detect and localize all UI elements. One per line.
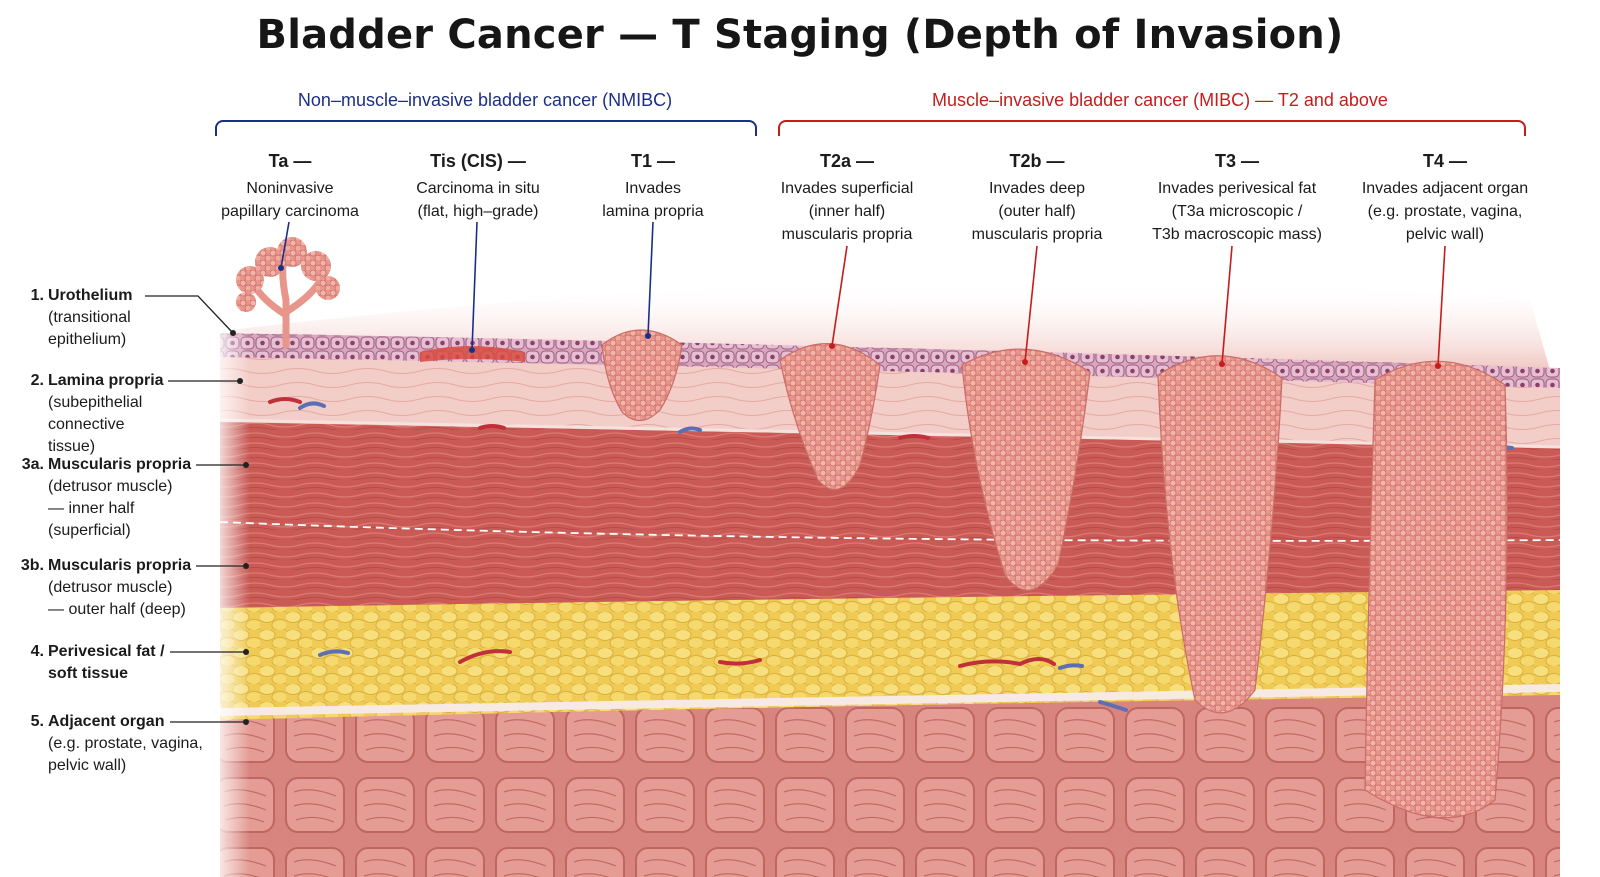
- layer-muscularis-inner-label: 3a. Muscularis propria (detrusor muscle)…: [4, 454, 200, 542]
- stage-name: Ta —: [268, 151, 312, 171]
- stage-name: T2b —: [1009, 151, 1065, 171]
- stage-description: Invades perivesical fat (T3a microscopic…: [1152, 180, 1322, 243]
- t4-tumor: [1364, 360, 1508, 819]
- layer-name: Adjacent organ: [48, 713, 165, 730]
- layer-name: Urothelium: [48, 287, 133, 304]
- layer-name: Muscularis propria: [48, 456, 192, 473]
- stage-t1-label: T1 — Invades lamina propria: [553, 150, 753, 223]
- stage-description: Carcinoma in situ (flat, high–grade): [416, 180, 540, 220]
- stage-name: T3 —: [1214, 151, 1259, 171]
- t3-tumor: [1157, 355, 1283, 714]
- layer-description: (detrusor muscle) — outer half (deep): [48, 579, 186, 618]
- tis-cis-lesion: [420, 346, 525, 362]
- stage-name: Tis (CIS) —: [430, 151, 526, 171]
- layer-name: Muscularis propria: [48, 557, 192, 574]
- adjacent-organ-layer: [220, 690, 1560, 877]
- layer-number: 1.: [30, 287, 44, 304]
- layer-lamina-propria-label: 2. Lamina propria (subepithelial connect…: [4, 370, 170, 458]
- stage-t2b-label: T2b — Invades deep (outer half) muscular…: [937, 150, 1137, 246]
- layer-leader-lines: [145, 295, 246, 723]
- stage-description: Invades lamina propria: [602, 180, 704, 220]
- t2a-tumor: [779, 343, 881, 491]
- layer-description: (transitional epithelium): [48, 309, 131, 348]
- t2b-tumor: [961, 348, 1091, 591]
- layer-name: Lamina propria: [48, 372, 164, 389]
- stage-tis-label: Tis (CIS) — Carcinoma in situ (flat, hig…: [378, 150, 578, 223]
- stage-description: Invades adjacent organ (e.g. prostate, v…: [1361, 180, 1529, 243]
- layer-number: 2.: [30, 372, 44, 389]
- stage-description: Invades superficial (inner half) muscula…: [780, 180, 914, 243]
- blood-vessels: [268, 397, 1514, 712]
- stage-description: Noninvasive papillary carcinoma: [221, 180, 359, 220]
- t1-tumor: [601, 329, 683, 422]
- stage-description: Invades deep (outer half) muscularis pro…: [971, 180, 1103, 243]
- nmibc-group-label: Non–muscle–invasive bladder cancer (NMIB…: [297, 90, 673, 110]
- layer-description: (subepithelial connective tissue): [48, 394, 143, 455]
- layer-muscularis-outer-label: 3b. Muscularis propria (detrusor muscle)…: [4, 555, 200, 621]
- stage-t3-label: T3 — Invades perivesical fat (T3a micros…: [1132, 150, 1342, 246]
- inner-outer-half-divider: [219, 521, 1561, 542]
- stage-t4-label: T4 — Invades adjacent organ (e.g. prosta…: [1340, 150, 1550, 246]
- stage-pointer-lines: [280, 221, 1446, 367]
- layer-description: (detrusor muscle) — inner half (superfic…: [48, 478, 173, 539]
- stage-ta-label: Ta — Noninvasive papillary carcinoma: [190, 150, 390, 223]
- mibc-group-label: Muscle–invasive bladder cancer (MIBC) — …: [932, 90, 1388, 110]
- layer-number: 3a.: [21, 456, 44, 473]
- layer-urothelium-label: 1. Urothelium (transitional epithelium): [4, 285, 170, 351]
- stage-name: T1 —: [630, 151, 675, 171]
- muscularis-propria-layer: [220, 420, 1560, 608]
- layer-description: (e.g. prostate, vagina, pelvic wall): [48, 735, 203, 774]
- layer-adjacent-organ-label: 5. Adjacent organ (e.g. prostate, vagina…: [4, 711, 204, 777]
- layer-number: 3b.: [20, 557, 44, 574]
- nmibc-bracket: [215, 120, 757, 136]
- stage-t2a-label: T2a — Invades superficial (inner half) m…: [747, 150, 947, 246]
- stage-name: T2a —: [819, 151, 875, 171]
- diagram-title: Bladder Cancer — T Staging (Depth of Inv…: [256, 12, 1344, 58]
- layer-number: 4.: [30, 643, 44, 660]
- mibc-bracket: [778, 120, 1526, 136]
- stage-name: T4 —: [1422, 151, 1467, 171]
- layer-number: 5.: [30, 713, 44, 730]
- layer-perivesical-fat-label: 4. Perivesical fat / soft tissue: [4, 641, 170, 685]
- layer-name: Perivesical fat / soft tissue: [48, 643, 165, 682]
